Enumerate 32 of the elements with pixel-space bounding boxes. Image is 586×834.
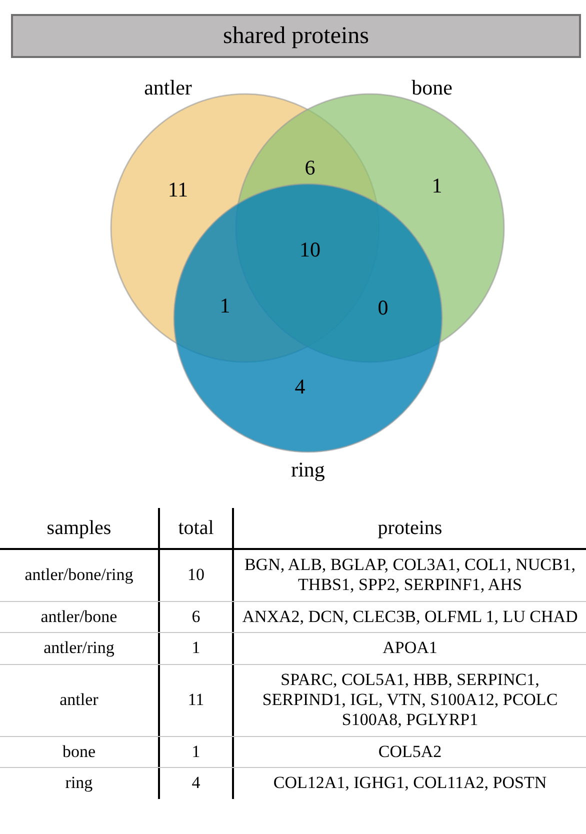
table-cell-text: COL5A2	[378, 742, 442, 762]
region-count: 11	[168, 180, 188, 200]
table-cell-text: antler/bone	[40, 606, 118, 628]
region-count: 6	[304, 158, 316, 178]
region-count: 4	[294, 376, 306, 398]
table-cell-text: antler	[60, 690, 98, 710]
table-cell-text: antler/bone/ring	[24, 565, 134, 586]
table-cell-text: APOA1	[382, 638, 438, 659]
table-cell-text: BGN, ALB, BGLAP, COL3A1, COL1, NUCB1, THBS1, SPP2, SERPINF1, AHS	[243, 555, 577, 596]
table-cell-text: COL12A1, IGHG1, COL11A2, POSTN	[273, 773, 547, 794]
table-cell-text: antler/ring	[44, 638, 114, 659]
table-cell-text: 4	[192, 773, 200, 794]
title-banner: shared proteins	[11, 14, 581, 58]
region-count: 1	[432, 176, 442, 196]
table-cell-text: 10	[188, 565, 204, 586]
table-cell-text: 6	[192, 606, 200, 628]
table-cell-text: SPARC, COL5A1, HBB, SERPINC1, SERPIND1, IGL, VTN, S100A12, PCOLC S100A8, PGLYRP1	[261, 670, 559, 731]
table-cell-text: 11	[188, 690, 204, 710]
column-header: proteins	[378, 516, 442, 540]
table-cell-text: 1	[192, 638, 200, 659]
table-cell-text: ANXA2, DCN, CLEC3B, OLFML 1, LU CHAD	[242, 606, 578, 628]
column-header: total	[178, 516, 214, 540]
table-cell-text: bone	[62, 742, 96, 762]
region-count: 10	[300, 240, 320, 260]
region-count: 0	[378, 298, 388, 318]
column-header: samples	[46, 516, 112, 540]
region-count: 1	[220, 296, 230, 316]
table-cell-text: 1	[192, 742, 200, 762]
set-label: ring	[291, 460, 325, 480]
set-label: antler	[144, 78, 192, 98]
set-label: bone	[412, 78, 452, 98]
table-cell-text: ring	[65, 773, 93, 794]
